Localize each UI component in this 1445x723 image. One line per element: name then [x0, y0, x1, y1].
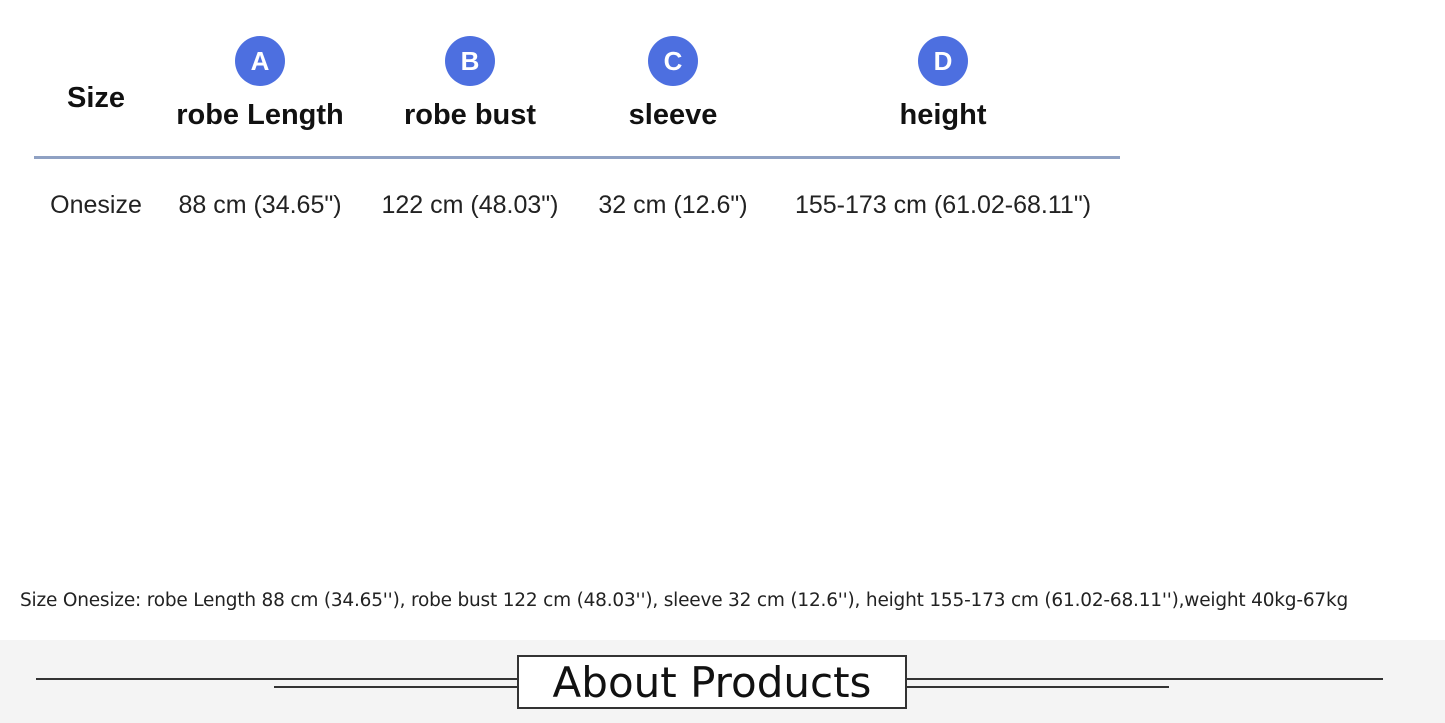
banner-line-left-inner [274, 686, 518, 688]
about-products-banner: About Products [0, 640, 1445, 723]
column-header-sleeve: C sleeve [573, 36, 773, 132]
header-divider [34, 156, 1120, 159]
badge-a: A [235, 36, 285, 86]
banner-line-right-inner [907, 686, 1169, 688]
cell-sleeve: 32 cm (12.6") [598, 191, 748, 219]
column-header-height: D height [843, 36, 1043, 132]
column-title: robe bust [403, 99, 537, 131]
column-title: sleeve [628, 99, 718, 131]
size-column-header: Size [66, 82, 126, 114]
column-title: robe Length [176, 99, 344, 131]
badge-b: B [445, 36, 495, 86]
cell-height: 155-173 cm (61.02-68.11") [794, 191, 1092, 219]
banner-line-right-outer [907, 678, 1383, 680]
cell-robe-bust: 122 cm (48.03") [381, 191, 559, 219]
badge-d: D [918, 36, 968, 86]
cell-size: Onesize [50, 191, 142, 219]
size-summary-text: Size Onesize: robe Length 88 cm (34.65''… [20, 590, 1349, 611]
badge-c: C [648, 36, 698, 86]
cell-robe-length: 88 cm (34.65") [178, 191, 342, 219]
banner-title: About Products [552, 658, 872, 707]
column-title: height [899, 99, 987, 131]
banner-line-left-outer [36, 678, 518, 680]
size-table: Size A robe Length B robe bust C sleeve … [0, 0, 1445, 240]
banner-title-box: About Products [517, 655, 907, 709]
column-header-robe-bust: B robe bust [370, 36, 570, 132]
column-header-robe-length: A robe Length [160, 36, 360, 132]
